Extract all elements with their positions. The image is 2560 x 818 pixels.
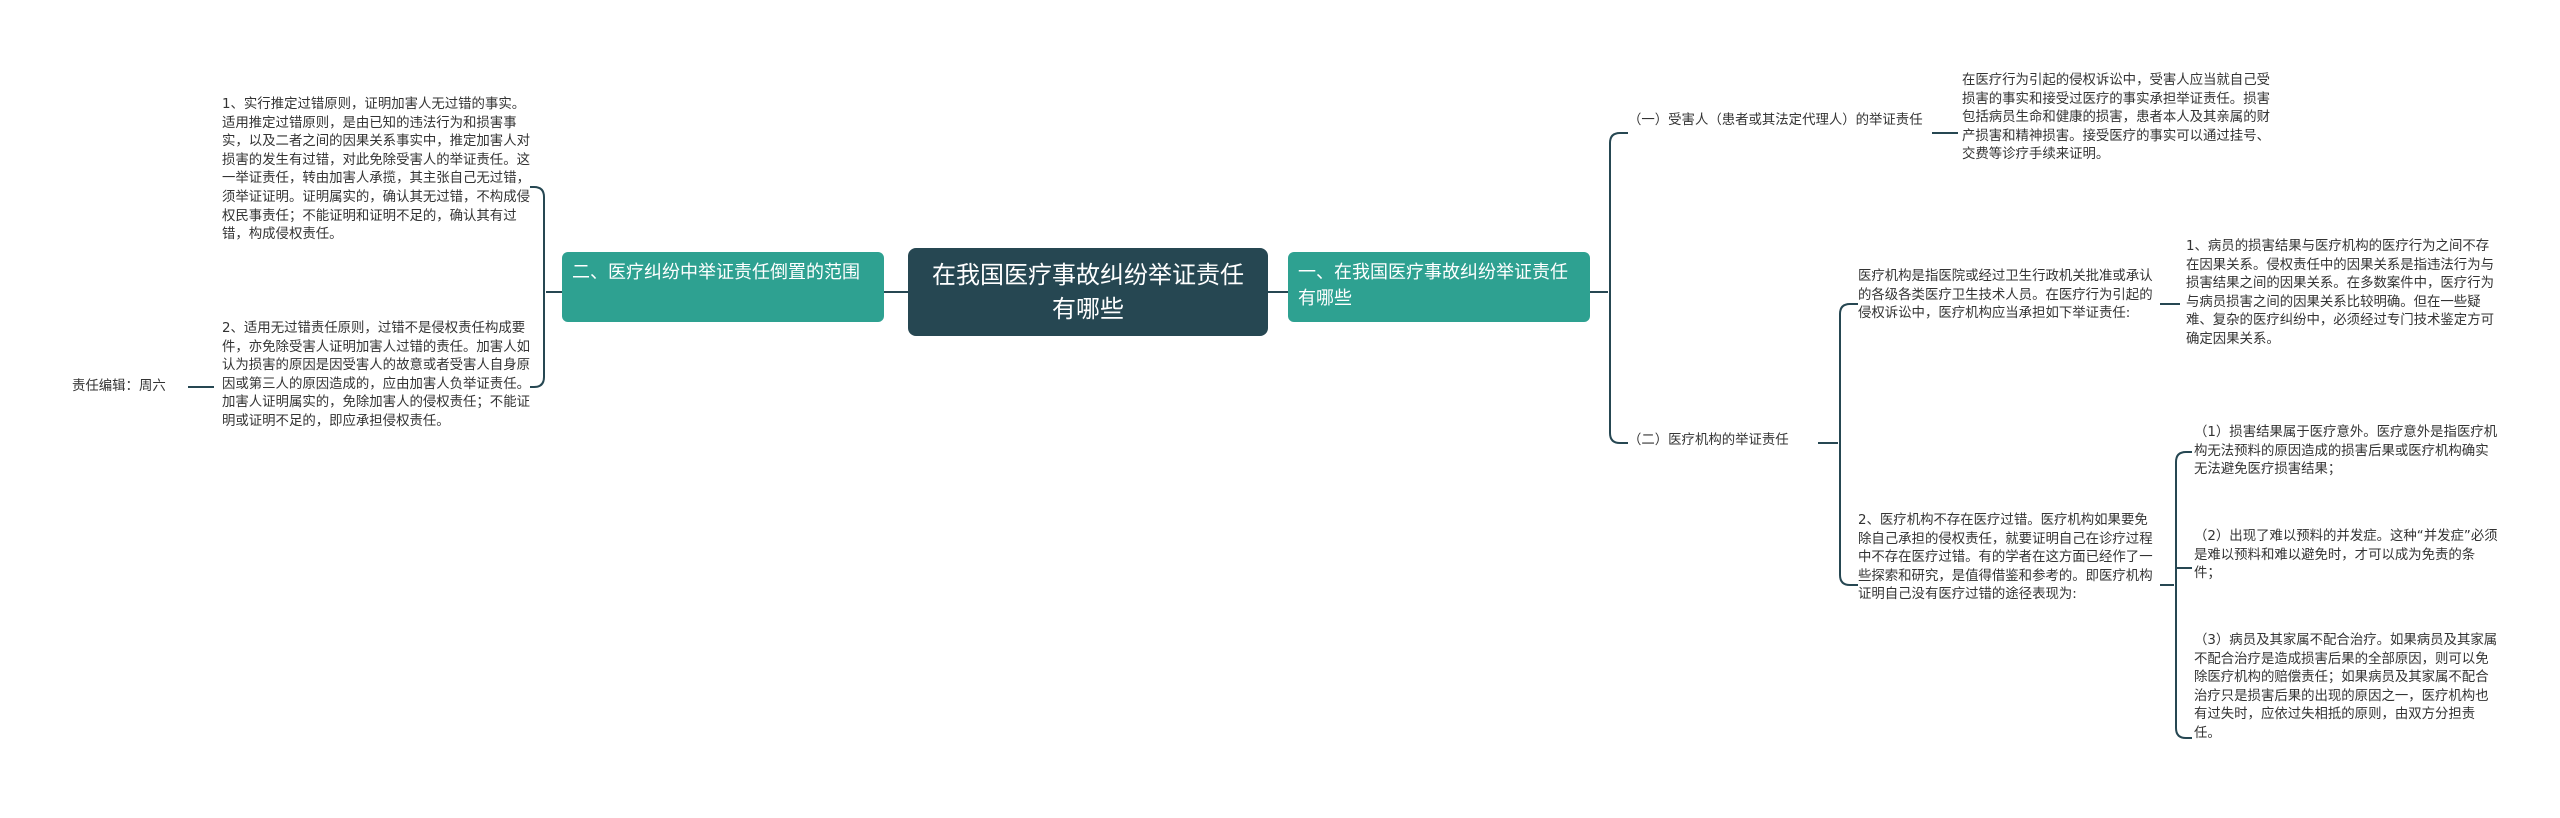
branch-left-topic[interactable]: 二、医疗纠纷中举证责任倒置的范围 (562, 252, 884, 322)
patient-burden-label[interactable]: （一）受害人（患者或其法定代理人）的举证责任 (1628, 113, 1923, 128)
branch-right-topic[interactable]: 一、在我国医疗事故纠纷举证责任有哪些 (1288, 252, 1590, 322)
root-topic[interactable]: 在我国医疗事故纠纷举证责任有哪些 (908, 248, 1268, 336)
patient-burden-detail: 在医疗行为引起的侵权诉讼中，受害人应当就自己受损害的事实和接受过医疗的事实承担举… (1962, 73, 2270, 163)
hospital-sub2-item-1: （1）损害结果属于医疗意外。医疗意外是指医疗机构无法预料的原因造成的损害后果或医… (2194, 425, 2498, 478)
connector-left-trunk (530, 186, 562, 388)
hospital-sub1-detail: 1、病员的损害结果与医疗机构的医疗行为之间不存在因果关系。侵权责任中的因果关系是… (2186, 239, 2494, 347)
left-item-2: 2、适用无过错责任原则，过错不是侵权责任构成要件，亦免除受害人证明加害人过错的责… (222, 321, 530, 429)
connector-hospital-trunk (1818, 303, 1858, 586)
connector-sub2-items (2160, 451, 2192, 739)
editor-label: 责任编辑：周六 (72, 379, 166, 394)
left-item-1: 1、实行推定过错原则，证明加害人无过错的事实。适用推定过错原则，是由已知的违法行… (222, 97, 530, 243)
hospital-burden-label[interactable]: （二）医疗机构的举证责任 (1628, 433, 1789, 448)
hospital-sub1-text[interactable]: 医疗机构是指医院或经过卫生行政机关批准或承认的各级各类医疗卫生技术人员。在医疗行… (1858, 269, 2153, 322)
hospital-sub2-text[interactable]: 2、医疗机构不存在医疗过错。医疗机构如果要免除自己承担的侵权责任，就要证明自己在… (1858, 513, 2153, 603)
hospital-sub2-item-3: （3）病员及其家属不配合治疗。如果病员及其家属不配合治疗是造成损害后果的全部原因… (2194, 633, 2498, 741)
connector-right-trunk (1590, 132, 1628, 444)
hospital-sub2-item-2: （2）出现了难以预料的并发症。这种“并发症”必须是难以预料和难以避免时，才可以成… (2194, 529, 2498, 582)
